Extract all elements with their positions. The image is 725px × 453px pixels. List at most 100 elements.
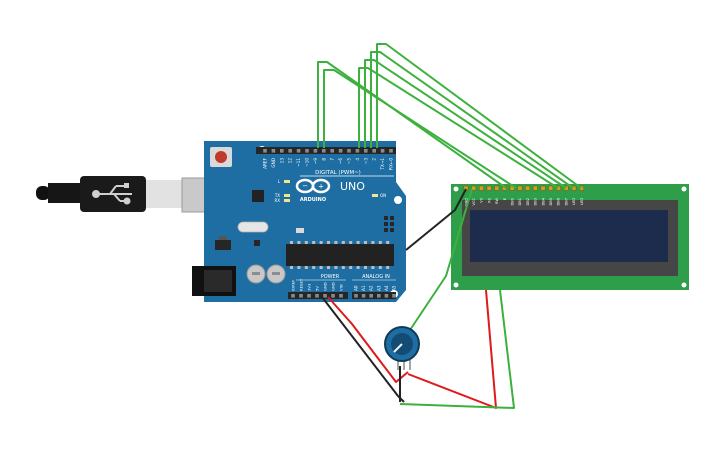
led-on bbox=[372, 194, 378, 197]
analog-header bbox=[352, 292, 396, 299]
board-brand: ARDUINO bbox=[300, 197, 326, 203]
lcd-pin-label: RW bbox=[495, 198, 499, 204]
digital-pin[interactable] bbox=[263, 149, 267, 153]
digital-pin-label: 8 bbox=[321, 158, 326, 161]
wires bbox=[317, 43, 582, 409]
mounting-hole bbox=[394, 196, 402, 204]
lcd-pin[interactable] bbox=[548, 185, 554, 191]
analog-pin-label: A4 bbox=[384, 285, 389, 291]
power-pin-label: 5V bbox=[315, 286, 320, 291]
digital-pin[interactable] bbox=[322, 149, 326, 153]
digital-pin[interactable] bbox=[330, 149, 334, 153]
power-section-label: POWER bbox=[321, 274, 340, 280]
lcd-pin[interactable] bbox=[532, 185, 538, 191]
analog-pin[interactable] bbox=[384, 294, 389, 298]
reset-button-cap[interactable] bbox=[215, 151, 227, 163]
icsp-pin bbox=[384, 228, 388, 232]
digital-pin-label: ~10 bbox=[305, 158, 310, 167]
icsp-header bbox=[384, 216, 394, 232]
lcd-pin[interactable] bbox=[517, 185, 523, 191]
analog-pin[interactable] bbox=[369, 294, 373, 298]
analog-pin[interactable] bbox=[392, 294, 396, 298]
power-jack-inner bbox=[204, 270, 232, 292]
lcd-pin[interactable] bbox=[540, 185, 546, 191]
wire-gnd-pot bbox=[321, 296, 399, 397]
lcd-pin[interactable] bbox=[471, 185, 477, 191]
lcd-pin-label: DB0 bbox=[511, 197, 515, 205]
potentiometer[interactable] bbox=[384, 326, 420, 370]
lcd-pin-label: DB3 bbox=[534, 198, 538, 206]
led-rx-label: RX bbox=[274, 198, 280, 203]
chip-pin bbox=[319, 241, 323, 244]
chip-pin bbox=[356, 266, 360, 269]
power-pin[interactable] bbox=[307, 294, 311, 298]
digital-pin-label: 7 bbox=[330, 158, 335, 161]
lcd-screen[interactable] bbox=[470, 210, 668, 262]
lcd-pin[interactable] bbox=[555, 185, 561, 191]
chip-pin bbox=[304, 241, 308, 244]
lcd-pin[interactable] bbox=[494, 185, 500, 191]
digital-pin[interactable] bbox=[305, 149, 309, 153]
lcd-pin[interactable] bbox=[478, 185, 484, 191]
wire-d12-rs bbox=[317, 61, 507, 189]
digital-pin[interactable] bbox=[313, 149, 318, 153]
chip-pin bbox=[386, 241, 390, 244]
digital-pin[interactable] bbox=[338, 149, 343, 153]
digital-pin[interactable] bbox=[355, 149, 360, 153]
chip-pin bbox=[378, 266, 382, 269]
digital-pin[interactable] bbox=[389, 149, 393, 153]
lcd-pin[interactable] bbox=[486, 185, 492, 191]
chip-pin bbox=[290, 241, 293, 244]
digital-pin-label: TX→1 bbox=[380, 158, 385, 171]
analog-pin[interactable] bbox=[377, 294, 381, 298]
power-pin[interactable] bbox=[315, 294, 319, 298]
chip-pin bbox=[319, 266, 323, 269]
lcd-pin[interactable] bbox=[525, 185, 531, 191]
chip-pin bbox=[371, 266, 375, 269]
wire-d2-db7 bbox=[376, 43, 582, 189]
power-pin[interactable] bbox=[331, 294, 335, 298]
digital-pin[interactable] bbox=[296, 149, 301, 153]
digital-pin-label: GND bbox=[271, 158, 276, 168]
digital-pin[interactable] bbox=[347, 149, 351, 153]
power-pin[interactable] bbox=[291, 294, 295, 298]
digital-pin[interactable] bbox=[380, 149, 385, 153]
led-rx bbox=[284, 199, 290, 202]
lcd-pin[interactable] bbox=[578, 185, 584, 191]
lcd-pin-label: LED bbox=[580, 198, 584, 205]
digital-pin[interactable] bbox=[271, 149, 276, 153]
analog-pin-label: A0 bbox=[354, 285, 359, 291]
chip-pin bbox=[297, 266, 301, 269]
lcd-pin-label: VCC bbox=[472, 198, 476, 206]
icsp-pin bbox=[384, 216, 388, 220]
digital-pwm-label: DIGITAL (PWM~) bbox=[315, 170, 361, 176]
chip-pin bbox=[371, 241, 375, 244]
chip-pin bbox=[364, 241, 367, 244]
power-pin[interactable] bbox=[299, 294, 303, 298]
logo-plus: + bbox=[318, 183, 324, 191]
chip-pin bbox=[349, 266, 353, 269]
usb-cable-end bbox=[36, 186, 50, 200]
digital-pin[interactable] bbox=[288, 149, 292, 153]
wire-5v-pot bbox=[327, 296, 409, 383]
chip-pin bbox=[386, 266, 390, 269]
power-pin[interactable] bbox=[323, 294, 327, 298]
wire-d11-e bbox=[323, 69, 517, 189]
digital-pin[interactable] bbox=[372, 149, 376, 153]
atmega-chip-pins bbox=[290, 241, 390, 269]
analog-pin[interactable] bbox=[361, 294, 366, 298]
digital-pin[interactable] bbox=[364, 149, 368, 153]
bottom-header-pins bbox=[291, 294, 396, 298]
digital-pin[interactable] bbox=[280, 149, 284, 153]
chip-pin bbox=[341, 266, 345, 269]
analog-pin[interactable] bbox=[354, 294, 358, 298]
lcd-pin[interactable] bbox=[563, 185, 569, 191]
power-pin[interactable] bbox=[339, 294, 343, 298]
chip-pin bbox=[304, 266, 308, 269]
atmega-chip bbox=[286, 244, 394, 266]
wire-d3-db6 bbox=[370, 51, 574, 189]
pot-indicator bbox=[393, 343, 403, 353]
